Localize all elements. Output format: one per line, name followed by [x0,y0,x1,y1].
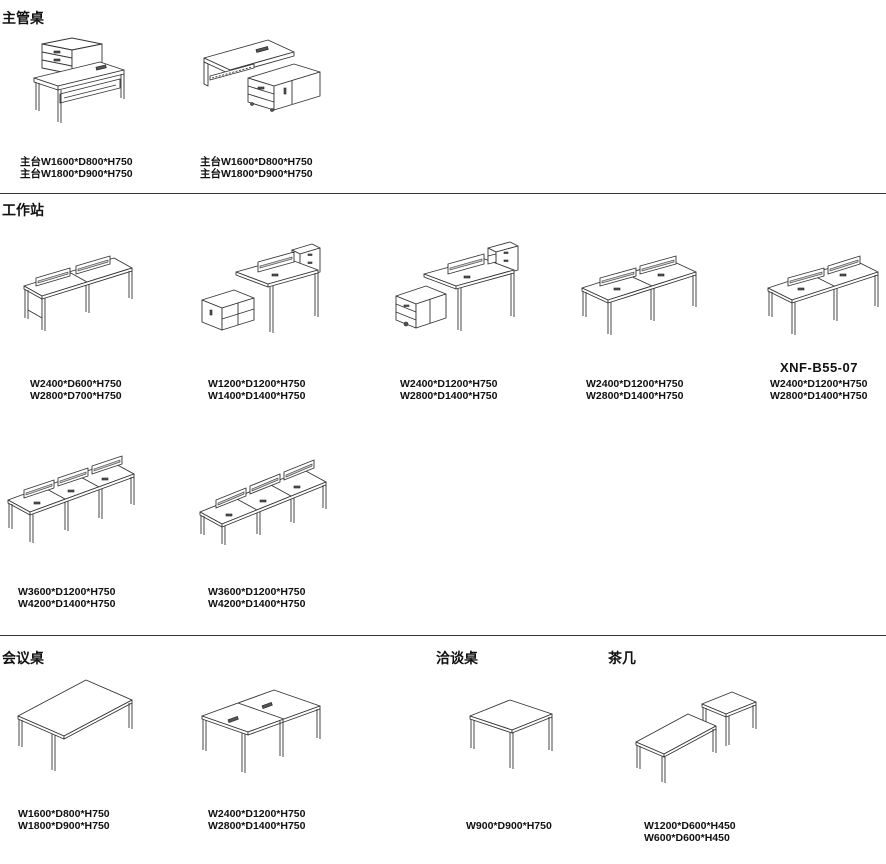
product-workstation-6[interactable]: W3600*D1200*H750 W4200*D1400*H750 [4,438,144,610]
product-tea-table[interactable]: W1200*D600*H450 W600*D600*H450 [632,688,762,844]
product-negotiation-table[interactable]: W900*D900*H750 [466,690,566,832]
spec-line-1: W2400*D600*H750 [30,378,122,390]
manager-desk-b-drawing [203,39,321,112]
spec-line-2: W600*D600*H450 [644,832,730,844]
product-conference-table-2[interactable]: W2400*D1200*H750 W2800*D1400*H750 [198,676,328,832]
section-title-manager-desk: 主管桌 [2,10,44,26]
spec-line-1: W2400*D1200*H750 [208,808,306,820]
spec-line-2: W4200*D1400*H750 [18,598,116,610]
product-manager-desk-a[interactable]: 主台W1600*D800*H750 主台W1800*D900*H750 [20,37,160,180]
workstation-6-drawing [7,455,135,543]
section-divider [0,193,886,194]
product-workstation-1[interactable]: W2400*D600*H750 W2800*D700*H750 [18,238,148,402]
spec-line-2: W1800*D900*H750 [18,820,110,832]
product-workstation-3[interactable]: W2400*D1200*H750 W2800*D1400*H750 [392,238,522,402]
spec-line-2: W2800*D1400*H750 [586,390,684,402]
spec-line-1: W3600*D1200*H750 [18,586,116,598]
section-title-negotiation-table: 洽谈桌 [436,650,478,666]
spec-line-2: W4200*D1400*H750 [208,598,306,610]
spec-line-1: W2400*D1200*H750 [586,378,684,390]
conference-table-1-drawing [17,679,133,771]
spec-line-2: 主台W1800*D900*H750 [200,168,313,180]
spec-line-1: W2400*D1200*H750 [400,378,498,390]
conference-table-2-drawing [201,689,321,773]
product-workstation-2[interactable]: W1200*D1200*H750 W1400*D1400*H750 [198,238,328,402]
negotiation-table-drawing [469,699,553,769]
spec-line-1: W3600*D1200*H750 [208,586,306,598]
spec-line-2: 主台W1800*D900*H750 [20,168,133,180]
spec-line-2: W2800*D1400*H750 [400,390,498,402]
spec-line-1: W1600*D800*H750 [18,808,110,820]
workstation-5-drawing [767,255,879,335]
section-title-tea-table: 茶几 [608,650,636,666]
workstation-3-drawing [395,241,519,331]
spec-line-2: W2800*D1400*H750 [208,820,306,832]
product-workstation-4[interactable]: W2400*D1200*H750 W2800*D1400*H750 [578,238,708,402]
workstation-7-drawing [199,459,327,545]
workstation-4-drawing [581,255,697,335]
spec-line-2: W2800*D1400*H750 [770,390,868,402]
tea-table-drawing [635,691,757,783]
spec-line-1: W2400*D1200*H750 [770,378,868,390]
workstation-1-drawing [23,255,133,331]
spec-line-2: W2800*D700*H750 [30,390,122,402]
product-conference-table-1[interactable]: W1600*D800*H750 W1800*D900*H750 [14,676,144,832]
section-title-conference-table: 会议桌 [2,650,44,666]
spec-line-1: W1200*D600*H450 [644,820,736,832]
spec-line-1: W1200*D1200*H750 [208,378,306,390]
product-workstation-5[interactable]: XNF-B55-07 W2400*D1200*H750 W2800*D1400*… [764,238,886,402]
manager-desk-a-drawing [33,37,125,123]
spec-line-2: W1400*D1400*H750 [208,390,306,402]
spec-line-1: 主台W1600*D800*H750 [200,156,313,168]
model-number: XNF-B55-07 [780,360,858,375]
workstation-2-drawing [201,243,321,333]
spec-line-1: W900*D900*H750 [466,820,552,832]
product-workstation-7[interactable]: W3600*D1200*H750 W4200*D1400*H750 [196,438,336,610]
section-divider [0,635,886,636]
section-title-workstation: 工作站 [2,202,44,218]
product-manager-desk-b[interactable]: 主台W1600*D800*H750 主台W1800*D900*H750 [198,38,338,180]
spec-line-1: 主台W1600*D800*H750 [20,156,133,168]
